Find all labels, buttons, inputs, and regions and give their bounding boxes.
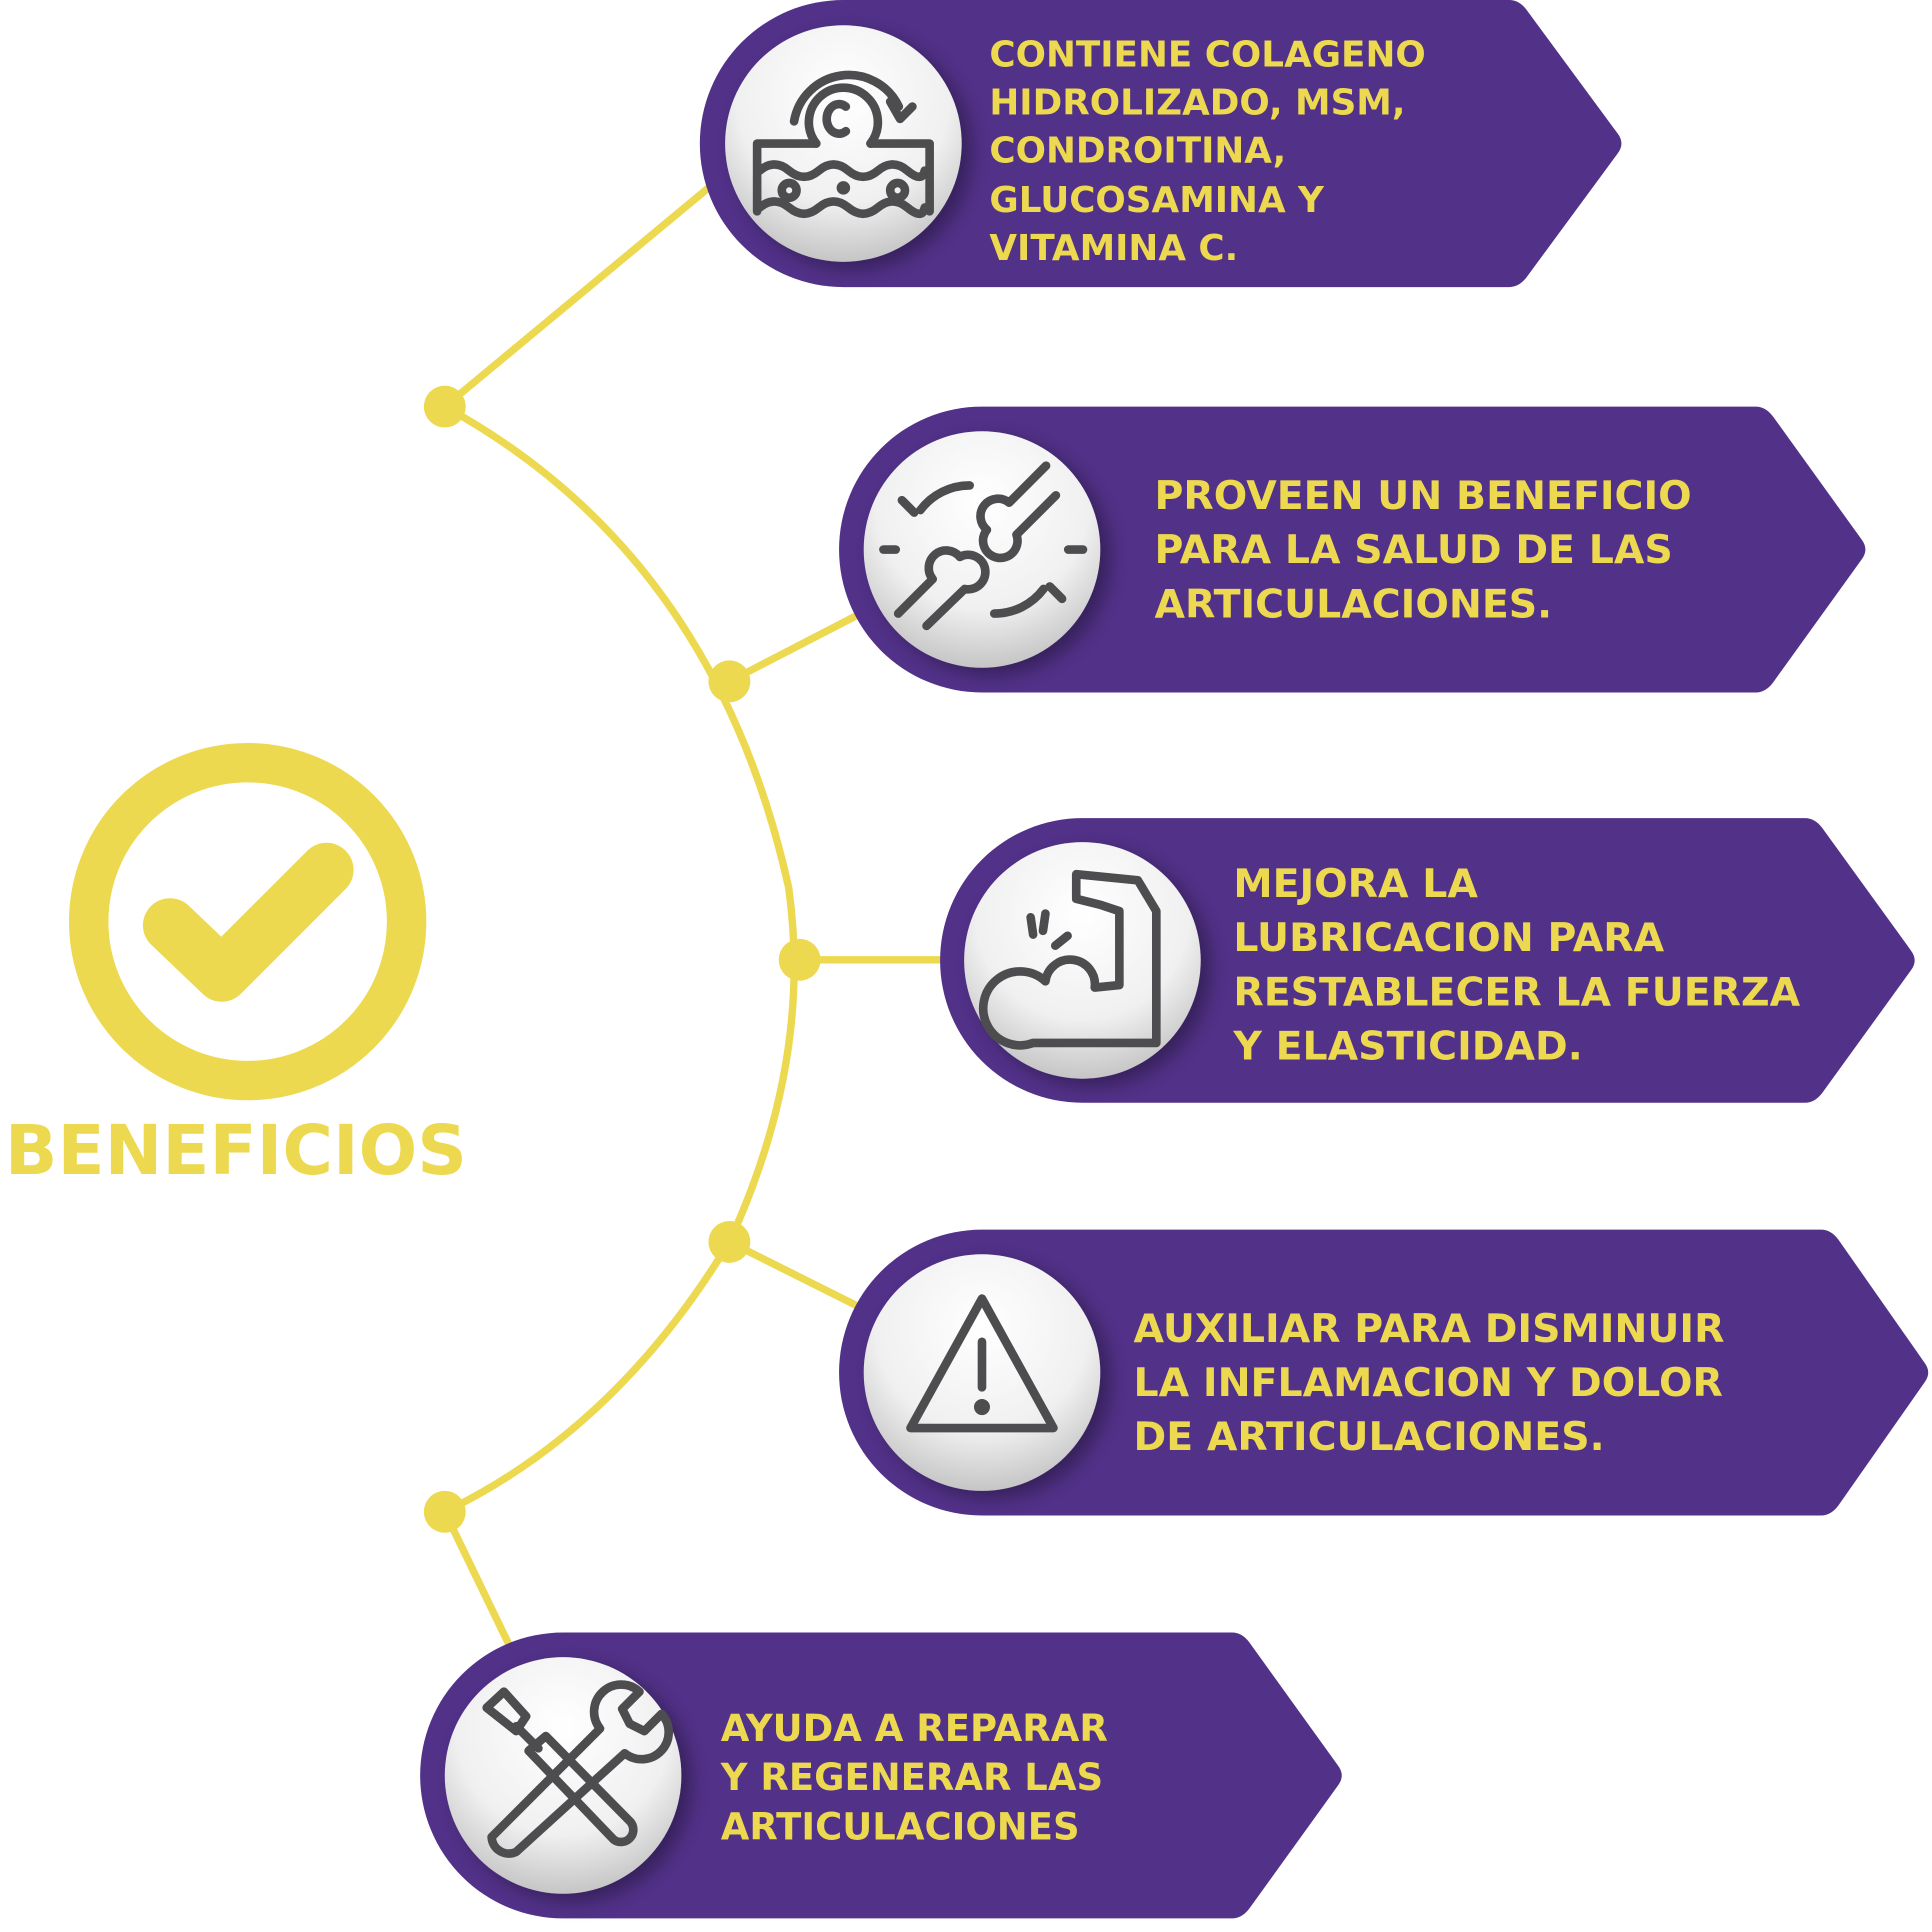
benefit-text-line: Y ELASTICIDAD. xyxy=(1233,1022,1583,1070)
benefit-text: AYUDA A REPARAR Y REGENERAR LAS ARTICULACI… xyxy=(721,1705,1108,1853)
warning-triangle-icon xyxy=(906,1294,1058,1433)
wrench-screwdriver-icon xyxy=(482,1680,673,1858)
card-background xyxy=(839,406,1866,693)
timeline-dot xyxy=(778,938,821,981)
benefit-text-line: RESTABLECER LA FUERZA xyxy=(1233,968,1801,1016)
benefit-text-line: PROVEEN UN BENEFICIO xyxy=(1154,471,1692,519)
timeline-dot xyxy=(423,385,466,428)
benefit-card xyxy=(699,0,1622,288)
benefit-text-line: CONDROITINA, xyxy=(989,129,1287,172)
check-circle-icon xyxy=(68,742,427,1101)
benefit-text: CONTIENE COLAGENO HIDROLIZADO, MSM, CONDRO… xyxy=(989,31,1425,273)
timeline-dot xyxy=(423,1490,466,1533)
benefit-text-line: PARA LA SALUD DE LAS xyxy=(1154,526,1673,573)
benefit-text-line: HIDROLIZADO, MSM, xyxy=(989,81,1406,124)
timeline-arc xyxy=(443,403,798,1516)
timeline-dot xyxy=(708,1221,751,1263)
benefit-text-line: LA INFLAMACION Y DOLOR xyxy=(1133,1359,1723,1406)
benefit-text-line: AUXILIAR PARA DISMINUIR xyxy=(1133,1304,1725,1352)
icon-badge xyxy=(444,1657,682,1894)
benefit-text-line: DE ARTICULACIONES. xyxy=(1133,1413,1605,1461)
connector-line xyxy=(727,602,877,685)
benefit-text-line: CONTIENE COLAGENO xyxy=(989,33,1426,76)
timeline-connectors xyxy=(423,169,974,1659)
benefit-card xyxy=(839,1229,1929,1516)
collagen-skin-icon xyxy=(752,70,934,219)
connector-line xyxy=(441,1510,519,1659)
benefit-text: PROVEEN UN BENEFICIO PARA LA SALUD DE LAS… xyxy=(1154,468,1691,631)
benefit-text-line: AYUDA A REPARAR xyxy=(720,1707,1108,1751)
benefit-text-line: GLUCOSAMINA Y xyxy=(989,178,1324,221)
benefit-text-line: LUBRICACION PARA xyxy=(1233,914,1665,962)
connector-line xyxy=(727,1238,879,1320)
benefit-text-line: MEJORA LA xyxy=(1233,860,1478,907)
connector-line xyxy=(442,169,730,410)
card-background xyxy=(940,818,1915,1103)
benefit-text-line: ARTICULACIONES xyxy=(720,1806,1080,1850)
benefit-card xyxy=(420,1632,1342,1919)
timeline-dot xyxy=(708,660,751,703)
card-background xyxy=(839,1229,1929,1516)
benefit-card xyxy=(940,818,1915,1103)
page-title: BENEFICIOS xyxy=(4,1111,468,1192)
benefit-text-line: ARTICULACIONES. xyxy=(1154,580,1553,628)
joint-bones-icon xyxy=(879,461,1088,631)
flexed-arm-icon xyxy=(978,869,1161,1050)
benefit-text-line: Y REGENERAR LAS xyxy=(720,1756,1104,1801)
benefit-text: MEJORA LA LUBRICACION PARA RESTABLECER LA … xyxy=(1233,856,1800,1073)
benefit-text: AUXILIAR PARA DISMINUIR LA INFLAMACION Y … xyxy=(1134,1301,1725,1464)
benefit-text-line: VITAMINA C. xyxy=(989,226,1239,269)
benefit-card xyxy=(839,406,1866,693)
